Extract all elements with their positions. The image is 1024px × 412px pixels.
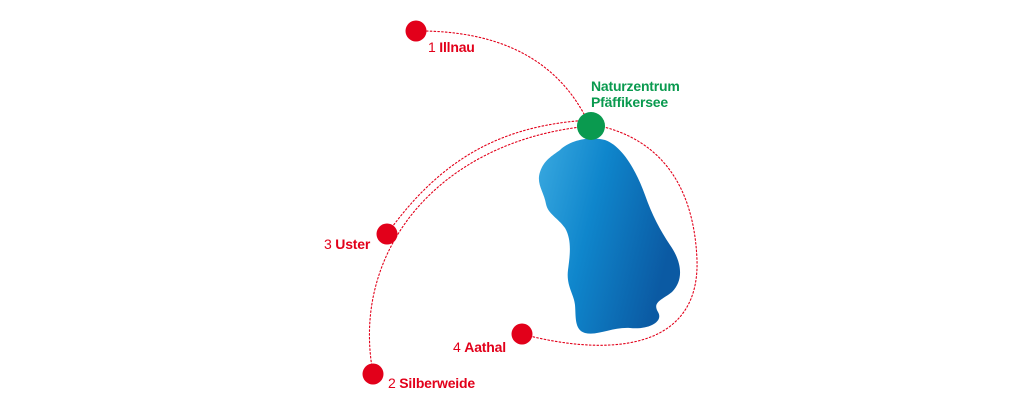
- stop-name: Uster: [335, 236, 371, 252]
- route-uster: [386, 119, 591, 235]
- stop-number: 1: [428, 39, 436, 55]
- route-illnau: [414, 30, 591, 127]
- hub-label-line1: Naturzentrum: [591, 78, 680, 94]
- stop-marker-silberweide[interactable]: [362, 363, 384, 385]
- stop-number: 4: [453, 339, 461, 355]
- stop-name: Illnau: [439, 39, 475, 55]
- stop-label-silberweide[interactable]: 2 Silberweide: [388, 375, 475, 391]
- stop-marker-uster[interactable]: [376, 223, 398, 245]
- stop-number: 2: [388, 375, 396, 391]
- stop-marker-illnau[interactable]: [405, 20, 427, 42]
- stop-label-illnau[interactable]: 1 Illnau: [428, 39, 475, 55]
- stop-label-aathal[interactable]: 4 Aathal: [453, 339, 506, 355]
- hub-label[interactable]: Naturzentrum Pfäffikersee: [591, 78, 680, 110]
- stop-number: 3: [324, 236, 332, 252]
- stop-label-uster[interactable]: 3 Uster: [324, 236, 370, 252]
- lake-shape: [538, 138, 681, 334]
- route-aathal: [521, 125, 698, 346]
- stop-name: Aathal: [464, 339, 506, 355]
- stop-marker-aathal[interactable]: [511, 323, 533, 345]
- hub-marker[interactable]: [577, 112, 605, 140]
- route-silberweide: [368, 125, 591, 374]
- hub-label-line2: Pfäffikersee: [591, 94, 668, 110]
- stop-name: Silberweide: [399, 375, 475, 391]
